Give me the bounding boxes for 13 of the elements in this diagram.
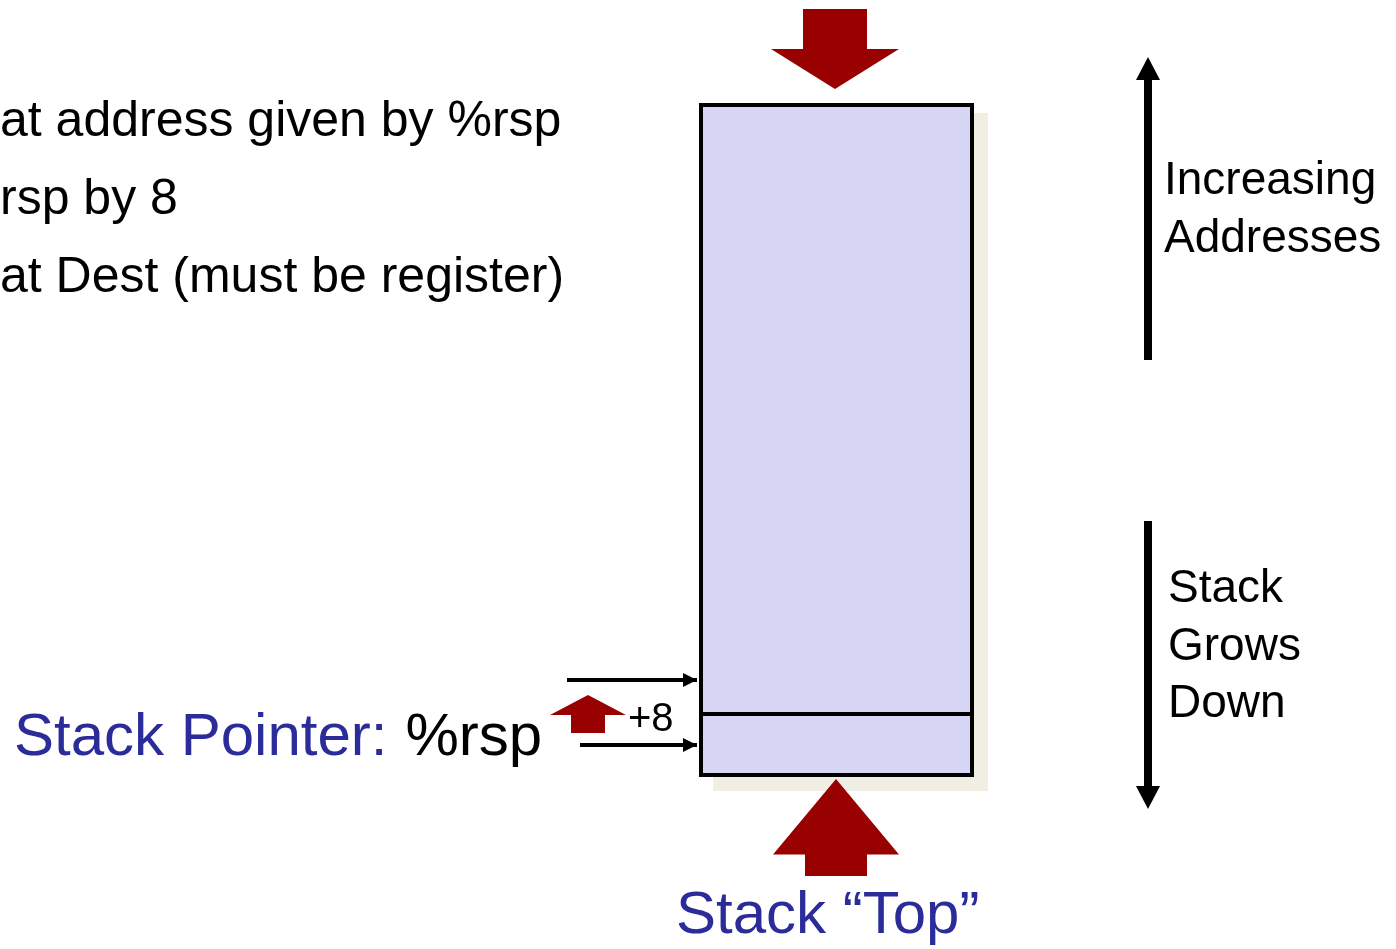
- register-name: %rsp: [405, 701, 543, 768]
- description-text: at Dest (must be register): [0, 246, 565, 305]
- direction-label: Increasing Addresses: [1164, 151, 1383, 264]
- arrow: [567, 673, 697, 687]
- direction-label: Stack Grows Down: [1168, 559, 1302, 729]
- stack-top-label: Stack “Top”: [676, 879, 980, 946]
- description-text: rsp by 8: [0, 168, 178, 227]
- offset-label: +8: [628, 694, 674, 741]
- pointer-label: Stack Pointer:: [14, 701, 388, 768]
- block-arrow: [773, 779, 899, 876]
- arrow: [580, 738, 697, 752]
- description-text: at address given by %rsp: [0, 90, 562, 149]
- stack-column: [699, 103, 974, 777]
